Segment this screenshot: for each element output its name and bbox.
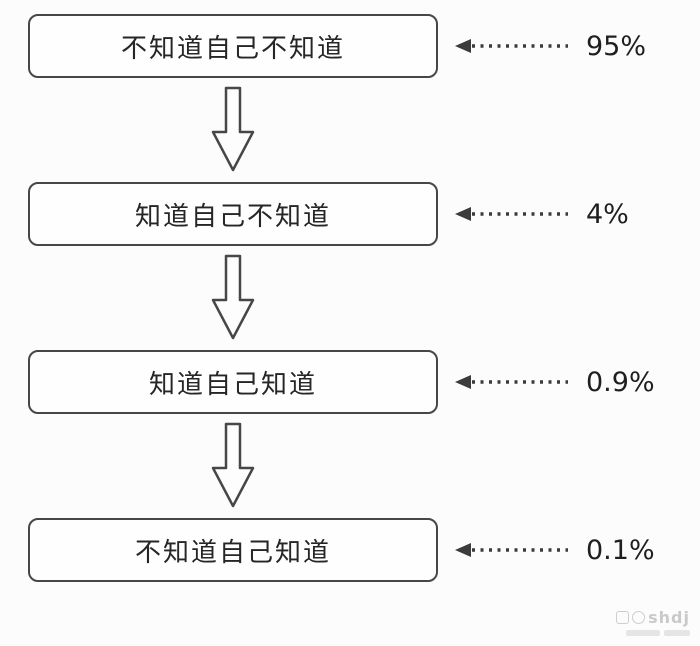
watermark-text: shdj: [648, 608, 690, 627]
watermark: shdj: [616, 608, 690, 636]
left-dotted-arrow-icon: [455, 375, 568, 389]
down-arrow-icon: [211, 254, 255, 340]
percent-label: 95%: [586, 30, 647, 62]
left-dotted-arrow-icon: [455, 39, 568, 53]
stage-box-2: 知道自己不知道: [28, 182, 438, 246]
watermark-subtext-bar: [626, 630, 660, 636]
watermark-subtext-bar: [664, 630, 690, 636]
down-arrow-icon: [211, 422, 255, 508]
flow-connector: [28, 246, 438, 350]
flow-connector: [28, 78, 438, 182]
stage-label: 不知道自己不知道: [120, 33, 345, 64]
left-dotted-arrow-icon: [455, 207, 568, 221]
percent-label: 0.9%: [586, 366, 655, 398]
percent-label: 4%: [586, 198, 629, 230]
stage-label: 不知道自己知道: [134, 537, 331, 568]
watermark-subtext: [616, 630, 690, 636]
flow-connector: [28, 414, 438, 518]
flow-column: 不知道自己不知道 95% 知道自己不知道 4%: [28, 14, 672, 582]
watermark-icon-1: [616, 611, 630, 624]
percent-label: 0.1%: [586, 534, 655, 566]
stage-box-3: 知道自己知道: [28, 350, 438, 414]
stage-label: 知道自己知道: [148, 369, 317, 400]
stage-label: 知道自己不知道: [134, 201, 331, 232]
diagram-row: 不知道自己知道 0.1%: [28, 518, 672, 582]
stage-box-4: 不知道自己知道: [28, 518, 438, 582]
diagram-row: 不知道自己不知道 95%: [28, 14, 672, 78]
left-dotted-arrow-icon: [455, 543, 568, 557]
watermark-icon-2: [632, 611, 646, 624]
stage-box-1: 不知道自己不知道: [28, 14, 438, 78]
diagram-row: 知道自己知道 0.9%: [28, 350, 672, 414]
down-arrow-icon: [211, 86, 255, 172]
diagram-row: 知道自己不知道 4%: [28, 182, 672, 246]
